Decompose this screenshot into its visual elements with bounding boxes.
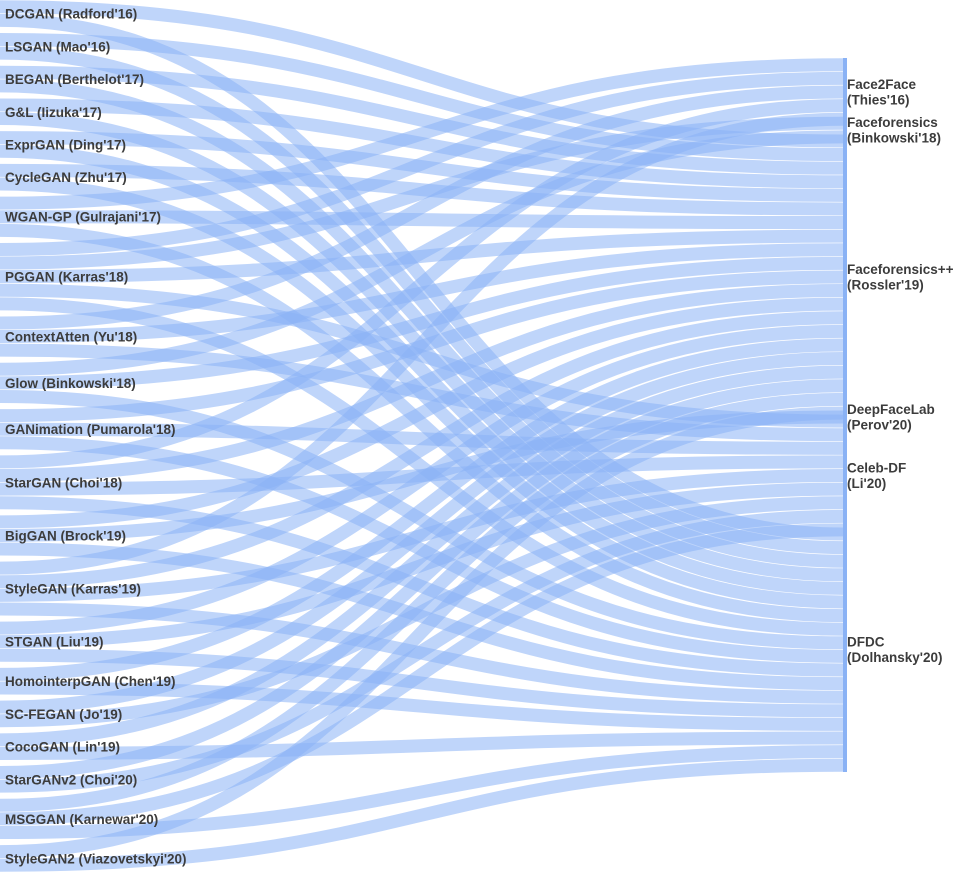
target-label-deepfacelab-citation: (Perov'20) xyxy=(847,418,912,433)
source-label-cocogan: CocoGAN (Lin'19) xyxy=(5,740,120,755)
source-label-wgangp: WGAN-GP (Gulrajani'17) xyxy=(5,210,161,225)
link-contextatten-to-faceforensicspp xyxy=(0,243,844,344)
source-label-msggan: MSGGAN (Karnewar'20) xyxy=(5,812,158,827)
target-label-dfdc-citation: (Dolhansky'20) xyxy=(847,650,943,665)
link-cocogan-to-faceforensicspp xyxy=(0,365,844,747)
source-label-stylegan: StyleGAN (Karras'19) xyxy=(5,582,141,597)
source-label-scfegan: SC-FEGAN (Jo'19) xyxy=(5,707,122,722)
node-bar-dfdc xyxy=(843,527,847,772)
link-stylegan-to-faceforensicspp xyxy=(0,311,844,589)
link-msggan-to-celebdf xyxy=(0,523,844,826)
link-msggan-to-faceforensicspp xyxy=(0,392,844,812)
link-homointerpgan-to-faceforensicspp xyxy=(0,338,844,681)
link-stylegan2-to-faceforensicspp xyxy=(0,406,844,859)
link-stylegan2-to-dfdc xyxy=(0,758,844,872)
source-label-glow: Glow (Binkowski'18) xyxy=(5,376,136,391)
source-label-gl: G&L (Iizuka'17) xyxy=(5,105,102,120)
node-bar-faceforensics xyxy=(843,116,847,144)
target-label-dfdc-name: DFDC xyxy=(847,635,885,650)
node-bar-faceforensicspp xyxy=(843,134,847,420)
sankey-links xyxy=(0,0,844,872)
link-stgan-to-celebdf xyxy=(0,482,844,649)
link-starganv2-to-celebdf xyxy=(0,509,844,793)
source-label-starganv2: StarGANv2 (Choi'20) xyxy=(5,772,137,787)
target-label-face2face-name: Face2Face xyxy=(847,77,917,92)
link-pggan-to-face2face xyxy=(0,71,844,256)
link-wgangp-to-face2face xyxy=(0,58,844,210)
source-label-contextatten: ContextAtten (Yu'18) xyxy=(5,330,137,345)
link-pggan-to-dfdc xyxy=(0,297,844,636)
source-label-stylegan2: StyleGAN2 (Viazovetskyi'20) xyxy=(5,851,187,866)
link-ganimation-to-celebdf xyxy=(0,422,844,455)
link-stargan-to-face2face xyxy=(0,99,844,469)
source-label-stgan: STGAN (Liu'19) xyxy=(5,635,103,650)
source-label-began: BEGAN (Berthelot'17) xyxy=(5,72,144,87)
link-contextatten-to-face2face xyxy=(0,85,844,330)
target-label-celebdf-name: Celeb-DF xyxy=(847,461,906,476)
source-label-lsgan: LSGAN (Mao'16) xyxy=(5,39,110,54)
source-label-cyclegan: CycleGAN (Zhu'17) xyxy=(5,170,127,185)
link-stargan-to-faceforensicspp xyxy=(0,284,844,483)
target-label-faceforensics-name: Faceforensics xyxy=(847,115,938,130)
target-label-faceforensicspp-citation: (Rossler'19) xyxy=(847,277,924,292)
target-label-celebdf-citation: (Li'20) xyxy=(847,476,886,491)
node-bar-face2face xyxy=(843,58,847,126)
target-label-deepfacelab-name: DeepFaceLab xyxy=(847,402,935,417)
link-stgan-to-faceforensicspp xyxy=(0,324,844,635)
target-label-faceforensics-citation: (Binkowski'18) xyxy=(847,131,941,146)
target-label-face2face-citation: (Thies'16) xyxy=(847,93,909,108)
source-label-biggan: BigGAN (Brock'19) xyxy=(5,528,126,543)
sankey-labels: DCGAN (Radford'16) LSGAN (Mao'16) BEGAN (B… xyxy=(5,7,954,867)
link-biggan-to-faceforensicspp xyxy=(0,297,844,529)
link-scfegan-to-celebdf xyxy=(0,496,844,728)
link-began-to-faceforensicspp xyxy=(0,65,844,175)
link-wgangp-to-faceforensicspp xyxy=(0,210,844,230)
source-label-ganimation: GANimation (Pumarola'18) xyxy=(5,422,176,437)
source-label-dcgan: DCGAN (Radford'16) xyxy=(5,7,137,22)
node-bar-celebdf xyxy=(843,414,847,537)
link-scfegan-to-faceforensicspp xyxy=(0,352,844,714)
source-label-pggan: PGGAN (Karras'18) xyxy=(5,270,128,285)
source-label-exprgan: ExprGAN (Ding'17) xyxy=(5,137,126,152)
link-gl-to-faceforensicspp xyxy=(0,98,844,189)
link-glow-to-faceforensicspp xyxy=(0,256,844,390)
source-label-stargan: StarGAN (Choi'18) xyxy=(5,475,122,490)
sankey-nodes xyxy=(843,58,847,772)
source-label-homointerpgan: HomointerpGAN (Chen'19) xyxy=(5,674,175,689)
link-starganv2-to-faceforensicspp xyxy=(0,379,844,780)
link-stylegan-to-face2face xyxy=(0,112,844,575)
target-label-faceforensicspp-name: Faceforensics++ xyxy=(847,262,954,277)
